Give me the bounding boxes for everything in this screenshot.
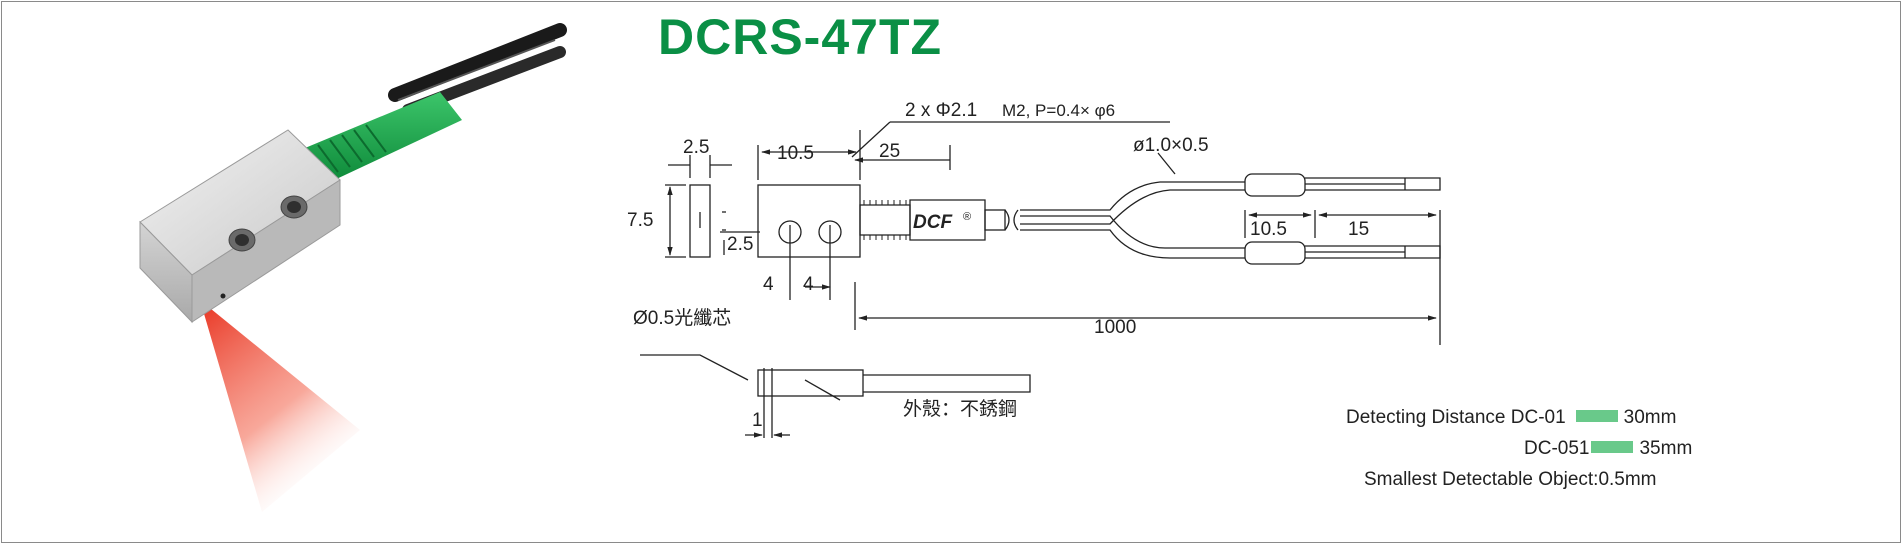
dim-height-left: 7.5: [627, 210, 653, 231]
svg-text:®: ®: [963, 211, 971, 223]
light-beam: [200, 300, 360, 512]
dim-tail-length: 15: [1348, 219, 1369, 240]
dim-tip-length: 1: [752, 410, 763, 431]
product-photo: [139, 23, 567, 512]
dim-hole-spec: 2 x Φ2.1: [905, 100, 977, 121]
dim-width-top: 2.5: [683, 137, 709, 158]
dim-thread-spec: M2, P=0.4× φ6: [1002, 101, 1115, 120]
spec-dc051-swatch: [1591, 440, 1634, 453]
emitter-point: [220, 293, 226, 299]
fiber-core-label: Ø0.5光纖芯: [633, 307, 731, 329]
dim-cable-length: 1000: [1094, 317, 1136, 338]
spec-dc01-label: Detecting Distance DC-01: [1346, 407, 1566, 428]
spec-dc01: Detecting Distance DC-01 30mm: [1346, 408, 1676, 427]
spec-smallest-object: Smallest Detectable Object:0.5mm: [1364, 469, 1657, 490]
housing-label: 外殼：不銹鋼: [903, 398, 1017, 420]
dim-split-diameter: ø1.0×0.5: [1133, 135, 1209, 156]
brand-logo: DCF: [913, 212, 953, 233]
dim-hole-pitch-1: 4: [763, 274, 774, 295]
dim-boot-length: 25: [879, 141, 900, 162]
spec-dc051-label: DC-051: [1524, 438, 1590, 459]
spec-dc051: DC-051 35mm: [1524, 439, 1692, 458]
spec-dc051-value: 35mm: [1639, 438, 1693, 459]
spec-dc01-value: 30mm: [1623, 407, 1677, 428]
dim-hole-pitch-2: 4: [803, 274, 814, 295]
dim-thickness: 2.5: [727, 234, 753, 255]
dim-sleeve-length: 10.5: [1250, 219, 1287, 240]
tip-view: [640, 354, 1031, 438]
top-view: [757, 121, 1441, 345]
dim-body-length: 10.5: [777, 143, 814, 164]
black-cable: [388, 23, 567, 102]
product-title: DCRS-47TZ: [658, 9, 943, 65]
front-view: [665, 155, 760, 258]
spec-dc01-swatch: [1575, 409, 1618, 422]
